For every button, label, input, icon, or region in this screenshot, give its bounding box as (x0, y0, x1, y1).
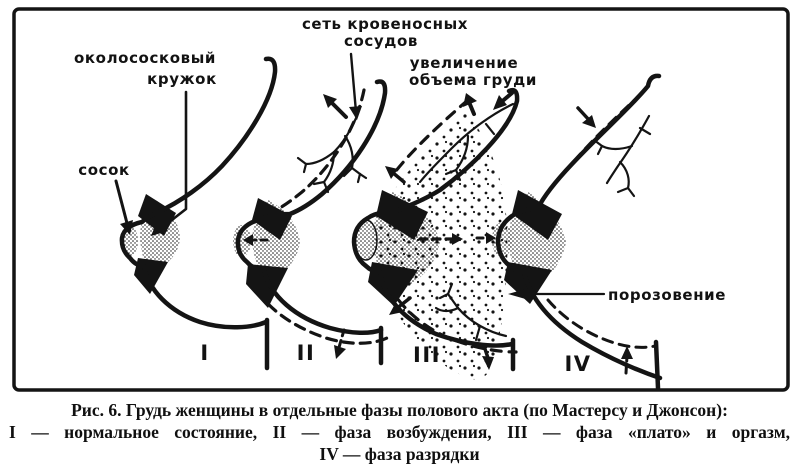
phase-2-expanded-outline-dashed (274, 88, 366, 212)
phase-3-enlargement-pointer-arrow (493, 91, 514, 110)
flush-label: порозовение (608, 286, 726, 304)
vessels-label-line2: сосудов (344, 32, 418, 50)
phase-1-figure: I (119, 56, 278, 371)
phase-4-areola-upper-shade (512, 190, 562, 240)
areola-label-line1: околососковый (74, 49, 216, 67)
phase-4-baseline-tick (653, 339, 661, 391)
phase-2-areola-upper-shade (252, 198, 292, 240)
caption-line-1: Рис. 6. Грудь женщины в отдельные фазы п… (71, 400, 728, 420)
phase-2-vein-tree (296, 114, 368, 194)
vessels-label-line1: сеть кровеносных (302, 15, 468, 33)
figure-caption: Рис. 6. Грудь женщины в отдельные фазы п… (0, 399, 799, 465)
phase-4-figure: IV (475, 73, 663, 391)
phase-2-nipple-erection-arrow (243, 234, 269, 246)
figure-frame-border (12, 7, 790, 392)
phase-3-lower-vein (434, 282, 508, 342)
phase-3-flush-stipple-area (375, 112, 508, 380)
phase-2-areola-lower-shade (246, 264, 288, 308)
phase-4-nipple-arrow (475, 232, 496, 244)
areola-label-pointer (151, 90, 188, 236)
phase-3-bottom-small-arrow (482, 344, 494, 370)
flush-label-pointer (508, 288, 606, 300)
phase-3-numeral: III (413, 343, 441, 367)
phase-3-figure: III (351, 87, 520, 372)
caption-line-3: IV — фаза разрядки (319, 444, 480, 464)
phase-1-numeral: I (200, 341, 209, 365)
phase-3-areola-upper-shade (376, 190, 428, 240)
phase-2-numeral: II (297, 341, 316, 365)
enlargement-label-line2: объема груди (409, 71, 537, 89)
phase-4-receding-outline-dashed-lower (546, 298, 657, 349)
phase-4-inward-arrow-top (576, 106, 596, 128)
nipple-label-pointer (114, 179, 133, 235)
phase-3-nipple-erection-arrow (418, 233, 463, 245)
vessels-label-pointer (349, 52, 362, 120)
phase-4-breast-outline (495, 73, 663, 381)
phase-4-vein-tree (592, 114, 652, 198)
caption-line-2: I — нормальное состояние, II — фаза возб… (9, 422, 790, 442)
phase-3-upper-vein (418, 102, 515, 184)
phase-2-figure: II (233, 79, 389, 366)
phase-2-lower-expansion-arrow (334, 328, 346, 359)
phase-2-expansion-arrow (323, 94, 348, 119)
nipple-label: сосок (78, 161, 130, 179)
areola-label-line2: кружок (147, 70, 217, 88)
enlargement-label-line1: увеличение (410, 54, 518, 72)
phase-3-up-expansion-arrow (463, 93, 477, 116)
phase-4-numeral: IV (564, 352, 591, 376)
phase-4-inward-arrow-bottom (621, 346, 633, 375)
phase-2-breast-outline (235, 79, 388, 335)
phase-3-lower-expansion-arrow (389, 296, 412, 315)
phase-3-breast-outline (351, 87, 520, 348)
phase-3-left-expansion-arrow (385, 166, 406, 184)
phase-3-expanded-outline-dashed (390, 98, 470, 178)
